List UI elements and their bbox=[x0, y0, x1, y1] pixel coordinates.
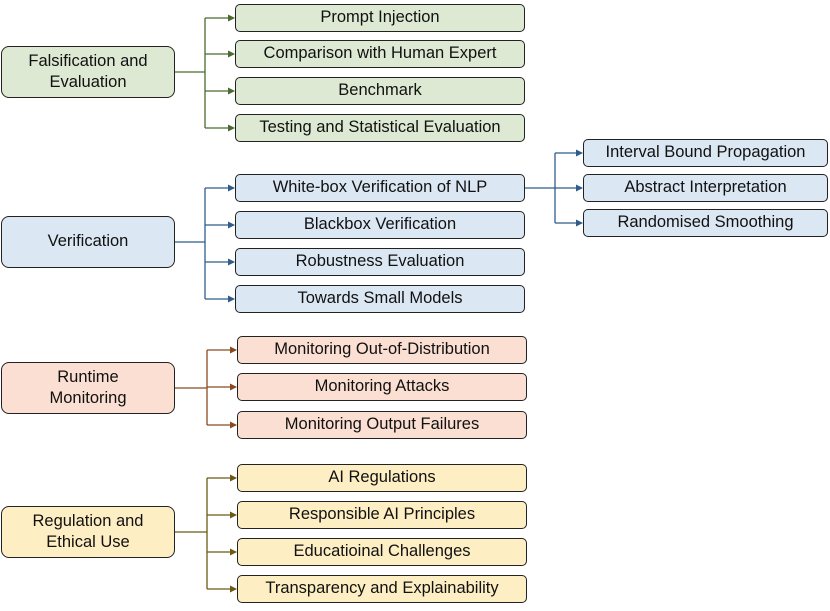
arrow-head bbox=[230, 511, 237, 519]
node-towards-small-models: Towards Small Models bbox=[235, 285, 525, 313]
arrow-head bbox=[228, 50, 235, 58]
root-verification: Verification bbox=[1, 216, 175, 268]
arrow-head bbox=[228, 124, 235, 132]
node-abstract-interpretation: Abstract Interpretation bbox=[583, 174, 828, 202]
node-monitoring-ood: Monitoring Out-of-Distribution bbox=[237, 336, 527, 364]
node-prompt-injection: Prompt Injection bbox=[235, 4, 525, 32]
arrow-head bbox=[230, 474, 237, 482]
node-whitebox-verification-nlp: White-box Verification of NLP bbox=[235, 174, 525, 202]
arrow-head bbox=[576, 149, 583, 157]
arrow-head bbox=[230, 383, 237, 391]
arrow-head bbox=[228, 258, 235, 266]
node-randomised-smoothing: Randomised Smoothing bbox=[583, 209, 828, 237]
arrow-head bbox=[228, 184, 235, 192]
arrow-head bbox=[228, 14, 235, 22]
arrow-head bbox=[228, 87, 235, 95]
arrow-head bbox=[230, 548, 237, 556]
arrow-head bbox=[576, 184, 583, 192]
node-comparison-human-expert: Comparison with Human Expert bbox=[235, 40, 525, 68]
node-monitoring-output-failures: Monitoring Output Failures bbox=[237, 411, 527, 439]
arrow-head bbox=[576, 219, 583, 227]
arrow-head bbox=[228, 295, 235, 303]
arrow-head bbox=[228, 221, 235, 229]
node-interval-bound-propagation: Interval Bound Propagation bbox=[583, 139, 828, 167]
node-educational-challenges: Educatioinal Challenges bbox=[237, 538, 527, 566]
node-blackbox-verification: Blackbox Verification bbox=[235, 211, 525, 239]
node-benchmark: Benchmark bbox=[235, 77, 525, 105]
arrow-head bbox=[230, 585, 237, 593]
node-robustness-evaluation: Robustness Evaluation bbox=[235, 248, 525, 276]
node-responsible-ai-principles: Responsible AI Principles bbox=[237, 501, 527, 529]
arrow-head bbox=[230, 346, 237, 354]
arrow-head bbox=[230, 421, 237, 429]
node-transparency-explainability: Transparency and Explainability bbox=[237, 575, 527, 603]
node-ai-regulations: AI Regulations bbox=[237, 464, 527, 492]
node-monitoring-attacks: Monitoring Attacks bbox=[237, 373, 527, 401]
node-testing-statistical-evaluation: Testing and Statistical Evaluation bbox=[235, 114, 525, 142]
